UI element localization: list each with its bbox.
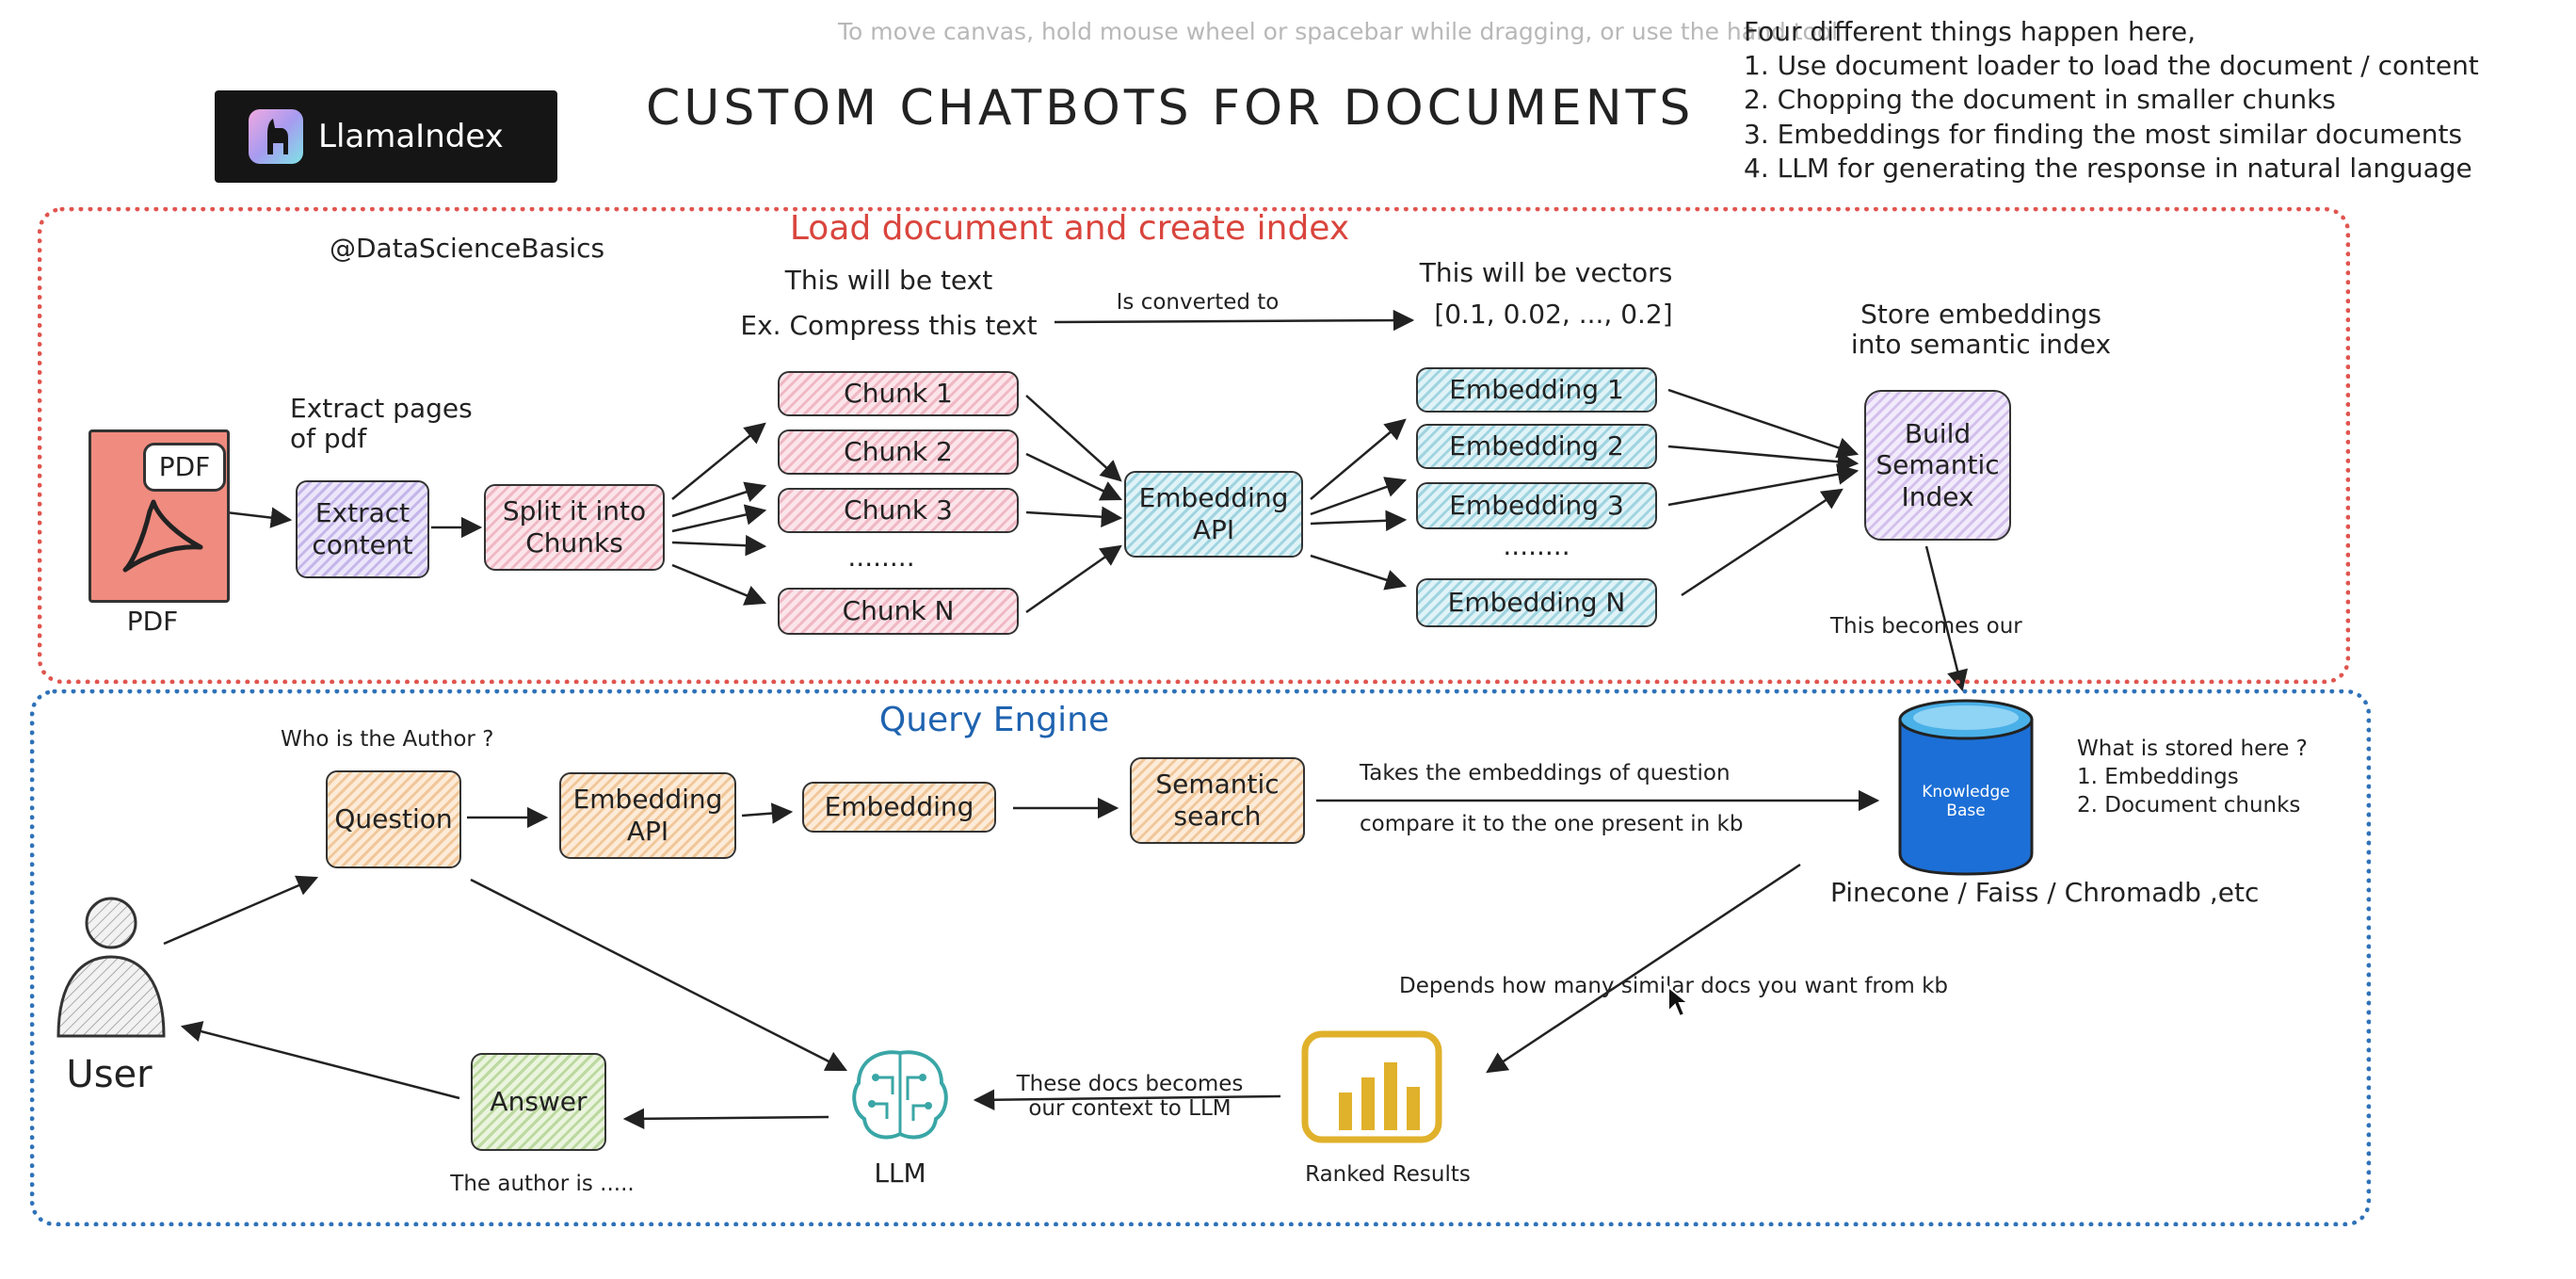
pdf-label: PDF xyxy=(126,606,179,637)
converted-note: Is converted to xyxy=(1116,290,1280,315)
notes-panel: Four different things happen here, 1. Us… xyxy=(1744,16,2479,184)
flow-arrow xyxy=(163,875,319,946)
query-embedding-box[interactable]: Embedding xyxy=(802,782,996,833)
stored-heading: What is stored here ? xyxy=(2077,737,2308,761)
flow-arrow xyxy=(180,1021,460,1100)
notes-heading: Four different things happen here, xyxy=(1744,16,2197,47)
flow-arrow xyxy=(1310,554,1408,591)
flow-arrow xyxy=(225,507,293,528)
note-item: 4. LLM for generating the response in na… xyxy=(1744,152,2472,184)
answer-box[interactable]: Answer xyxy=(471,1053,606,1151)
flow-arrow xyxy=(1667,445,1860,473)
acrobat-icon xyxy=(122,499,203,573)
flow-arrow xyxy=(1924,545,1969,692)
vector-db-list: Pinecone / Faiss / Chromadb ,etc xyxy=(1830,877,2260,908)
logo-text: LlamaIndex xyxy=(318,118,504,155)
llama-icon xyxy=(249,109,303,164)
compare-note: compare it to the one present in kb xyxy=(1360,812,1744,836)
embedding-box[interactable]: Embedding 3 xyxy=(1416,482,1657,529)
build-index-box[interactable]: Build Semantic Index xyxy=(1864,390,2011,541)
flow-arrow xyxy=(470,878,848,1072)
flow-arrow xyxy=(1310,477,1408,516)
ranked-results-label: Ranked Results xyxy=(1305,1162,1471,1187)
query-section-title: Query Engine xyxy=(878,701,1110,739)
canvas-hint: To move canvas, hold mouse wheel or spac… xyxy=(838,18,1839,45)
becomes-note: This becomes our xyxy=(1830,614,2022,639)
ranked-results-icon xyxy=(1301,1030,1442,1143)
knowledge-base-cylinder xyxy=(1898,699,2034,876)
extract-note: Extract pages of pdf xyxy=(290,393,473,455)
user-label: User xyxy=(66,1053,153,1096)
takes-note: Takes the embeddings of question xyxy=(1360,761,1731,785)
stored-item: 1. Embeddings xyxy=(2077,765,2239,789)
flow-arrow xyxy=(1054,309,1415,332)
embedding-box[interactable]: Embedding 1 xyxy=(1416,367,1657,413)
text-note: This will be text xyxy=(784,265,993,296)
stored-item: 2. Document chunks xyxy=(2077,793,2301,818)
llm-label: LLM xyxy=(874,1158,926,1189)
knowledge-base-label: Knowledge Base xyxy=(1922,783,2010,820)
llamaindex-logo: LlamaIndex xyxy=(215,90,557,183)
vector-example-note: [0.1, 0.02, ..., 0.2] xyxy=(1434,299,1673,330)
embedding-box[interactable]: Embedding 2 xyxy=(1416,424,1657,469)
chunk-ellipsis: ........ xyxy=(847,542,915,573)
flow-arrow xyxy=(973,1089,1281,1110)
flow-arrow xyxy=(1310,418,1407,500)
flow-arrow xyxy=(622,1108,829,1130)
flow-arrow xyxy=(671,481,767,518)
flow-arrow xyxy=(741,802,794,824)
flow-arrow xyxy=(1025,395,1122,482)
chunk-box[interactable]: Chunk 1 xyxy=(778,371,1019,416)
page-title: CUSTOM CHATBOTS FOR DOCUMENTS xyxy=(646,80,1695,137)
semantic-search-box[interactable]: Semantic search xyxy=(1130,757,1305,844)
flow-arrow xyxy=(671,504,767,533)
flow-arrow xyxy=(1025,452,1123,501)
chunk-box[interactable]: Chunk 3 xyxy=(778,488,1019,533)
flow-arrow xyxy=(1310,510,1408,532)
vector-note: This will be vectors xyxy=(1419,257,1673,288)
context-note: These docs becomes our context to LLM xyxy=(1016,1072,1244,1122)
note-item: 1. Use document loader to load the docum… xyxy=(1744,50,2479,82)
flow-arrow xyxy=(1025,544,1122,614)
store-note: Store embeddings into semantic index xyxy=(1850,299,2112,361)
embedding-api-box[interactable]: Embedding API xyxy=(1124,471,1303,558)
flow-arrow xyxy=(1486,863,1801,1074)
query-embedding-api-box[interactable]: Embedding API xyxy=(559,772,736,859)
flow-arrow xyxy=(671,563,767,606)
text-example-note: Ex. Compress this text xyxy=(740,310,1038,341)
chunk-box[interactable]: Chunk 2 xyxy=(778,429,1019,475)
extract-content-box[interactable]: Extract content xyxy=(296,480,429,578)
flow-arrow xyxy=(1025,506,1123,528)
load-section-title: Load document and create index xyxy=(789,209,1350,248)
user-avatar-icon xyxy=(56,897,166,1038)
note-item: 3. Embeddings for finding the most simil… xyxy=(1744,118,2463,150)
split-chunks-box[interactable]: Split it into Chunks xyxy=(484,484,665,571)
answer-note: The author is ..... xyxy=(450,1172,635,1196)
embedding-box[interactable]: Embedding N xyxy=(1416,578,1657,627)
load-section-frame xyxy=(38,207,2350,684)
mouse-cursor-icon xyxy=(1667,985,1691,1018)
query-section-frame xyxy=(30,689,2371,1226)
note-item: 2. Chopping the document in smaller chun… xyxy=(1744,84,2336,116)
embedding-ellipsis: ........ xyxy=(1503,530,1570,561)
handle-label: @DataScienceBasics xyxy=(330,233,605,264)
flow-arrow xyxy=(671,422,766,500)
pdf-badge: PDF xyxy=(143,443,226,492)
question-note: Who is the Author ? xyxy=(281,727,494,752)
question-box[interactable]: Question xyxy=(326,770,461,868)
llm-brain-icon xyxy=(852,1050,948,1140)
flow-arrow xyxy=(1667,463,1860,507)
flow-arrow xyxy=(671,534,767,557)
chunk-box[interactable]: Chunk N xyxy=(778,588,1019,635)
flow-arrow xyxy=(1681,488,1843,597)
flow-arrow xyxy=(1667,388,1860,459)
